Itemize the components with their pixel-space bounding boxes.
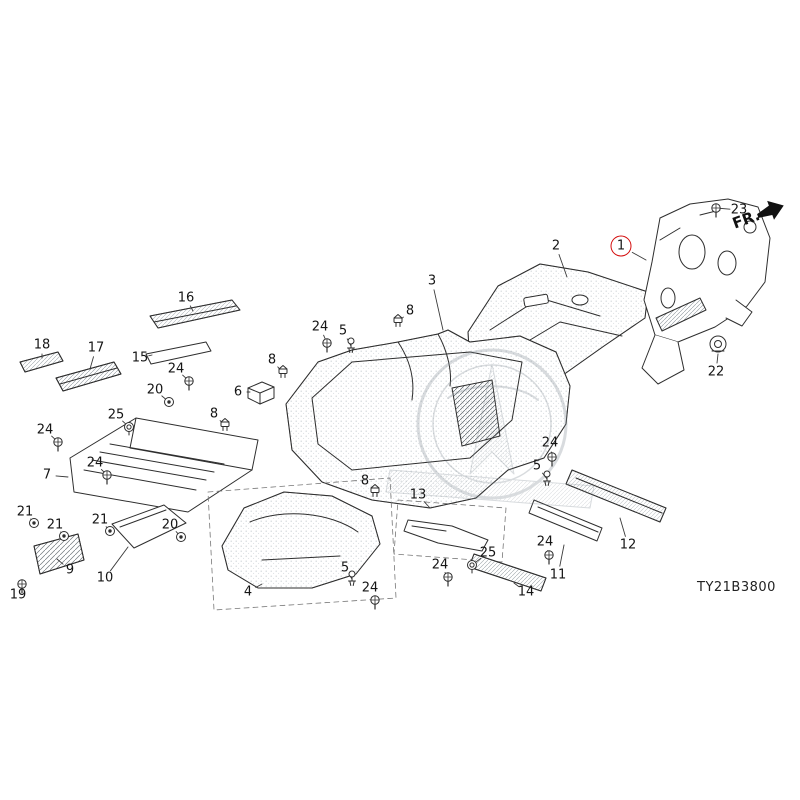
grommet-fastener-icon	[164, 397, 174, 407]
callout-25[interactable]: 25	[479, 545, 497, 561]
part-13-bracket	[393, 499, 507, 563]
ring-fastener-icon	[467, 560, 477, 574]
callout-5[interactable]: 5	[338, 323, 348, 339]
part-7-floor-panel	[69, 417, 259, 513]
callout-2[interactable]: 2	[551, 238, 561, 254]
callout-11[interactable]: 11	[549, 567, 567, 583]
leader-line	[513, 582, 520, 588]
callout-24[interactable]: 24	[167, 361, 185, 377]
callout-16[interactable]: 16	[177, 290, 195, 306]
callout-24[interactable]: 24	[311, 319, 329, 335]
clip-fastener-icon	[278, 365, 288, 378]
callout-9[interactable]: 9	[65, 562, 75, 578]
grommet-fastener-icon	[59, 531, 69, 541]
part-11-sill-trim	[528, 499, 603, 542]
part-17-trim-strip	[55, 361, 122, 392]
callout-24[interactable]: 24	[86, 455, 104, 471]
callout-17[interactable]: 17	[87, 340, 105, 356]
callout-21[interactable]: 21	[16, 504, 34, 520]
screw-fastener-icon	[370, 595, 380, 610]
screw-fastener-icon	[443, 572, 453, 587]
callout-24[interactable]: 24	[541, 435, 559, 451]
callout-23[interactable]: 23	[730, 202, 748, 218]
callout-13[interactable]: 13	[409, 487, 427, 503]
callout-3[interactable]: 3	[427, 273, 437, 289]
part-12-side-sill-garnish	[565, 469, 667, 523]
callout-6[interactable]: 6	[233, 384, 243, 400]
grommet-fastener-icon	[105, 526, 115, 536]
leader-line	[558, 254, 568, 278]
watermark	[385, 348, 595, 509]
callout-18[interactable]: 18	[33, 337, 51, 353]
leader-line	[631, 251, 647, 261]
leader-line	[255, 583, 263, 588]
pin-fastener-icon	[348, 570, 356, 586]
clip-fastener-icon	[393, 314, 403, 327]
callout-4[interactable]: 4	[243, 584, 253, 600]
part-4-rear-floor-carpet	[207, 477, 397, 611]
leader-line	[55, 475, 69, 478]
callout-1-selected[interactable]: 1	[610, 235, 632, 257]
screw-fastener-icon	[322, 338, 332, 353]
callout-21[interactable]: 21	[46, 517, 64, 533]
callout-14[interactable]: 14	[517, 584, 535, 600]
leader-line	[619, 517, 626, 537]
leader-line	[189, 305, 194, 312]
callout-20[interactable]: 20	[146, 382, 164, 398]
callout-5[interactable]: 5	[532, 458, 542, 474]
leader-line	[89, 356, 94, 370]
callout-8[interactable]: 8	[267, 352, 277, 368]
part-1-dash-panel-insulator	[641, 198, 771, 385]
callout-10[interactable]: 10	[96, 570, 114, 586]
callout-25[interactable]: 25	[107, 407, 125, 423]
diagram-code: TY21B3800	[697, 580, 776, 595]
callout-21[interactable]: 21	[91, 512, 109, 528]
part-18-trim-strip	[19, 351, 64, 373]
leader-line	[716, 353, 719, 364]
grommet-fastener-icon	[176, 532, 186, 542]
callout-8[interactable]: 8	[405, 303, 415, 319]
part-6-spacer	[247, 381, 275, 405]
callout-15[interactable]: 15	[131, 350, 149, 366]
callout-20[interactable]: 20	[161, 517, 179, 533]
part-3-front-floor-carpet	[285, 329, 571, 509]
part-9-trim	[33, 533, 85, 575]
part-10-trim-panel	[111, 504, 187, 549]
callout-22[interactable]: 22	[707, 364, 725, 380]
callout-24[interactable]: 24	[36, 422, 54, 438]
part-15-plate	[145, 341, 212, 365]
callout-24[interactable]: 24	[431, 557, 449, 573]
callout-19[interactable]: 19	[9, 587, 27, 603]
callout-8[interactable]: 8	[209, 406, 219, 422]
fr-arrow-icon	[757, 200, 784, 220]
screw-fastener-icon	[53, 437, 63, 452]
leader-line	[423, 501, 431, 509]
leader-line	[56, 558, 64, 565]
screw-fastener-icon	[544, 550, 554, 565]
leader-line	[148, 354, 153, 357]
leader-line	[559, 544, 565, 567]
leader-line	[433, 289, 444, 331]
callout-12[interactable]: 12	[619, 537, 637, 553]
clip-fastener-icon	[220, 418, 230, 431]
part-22-grommet	[709, 335, 727, 353]
callout-24[interactable]: 24	[536, 534, 554, 550]
leader-line	[109, 546, 129, 572]
callout-8[interactable]: 8	[360, 473, 370, 489]
callout-24[interactable]: 24	[361, 580, 379, 596]
callout-7[interactable]: 7	[42, 467, 52, 483]
part-16-side-sill-garnish	[149, 299, 241, 329]
grommet-fastener-icon	[29, 518, 39, 528]
screw-fastener-icon	[184, 376, 194, 391]
callout-5[interactable]: 5	[340, 560, 350, 576]
